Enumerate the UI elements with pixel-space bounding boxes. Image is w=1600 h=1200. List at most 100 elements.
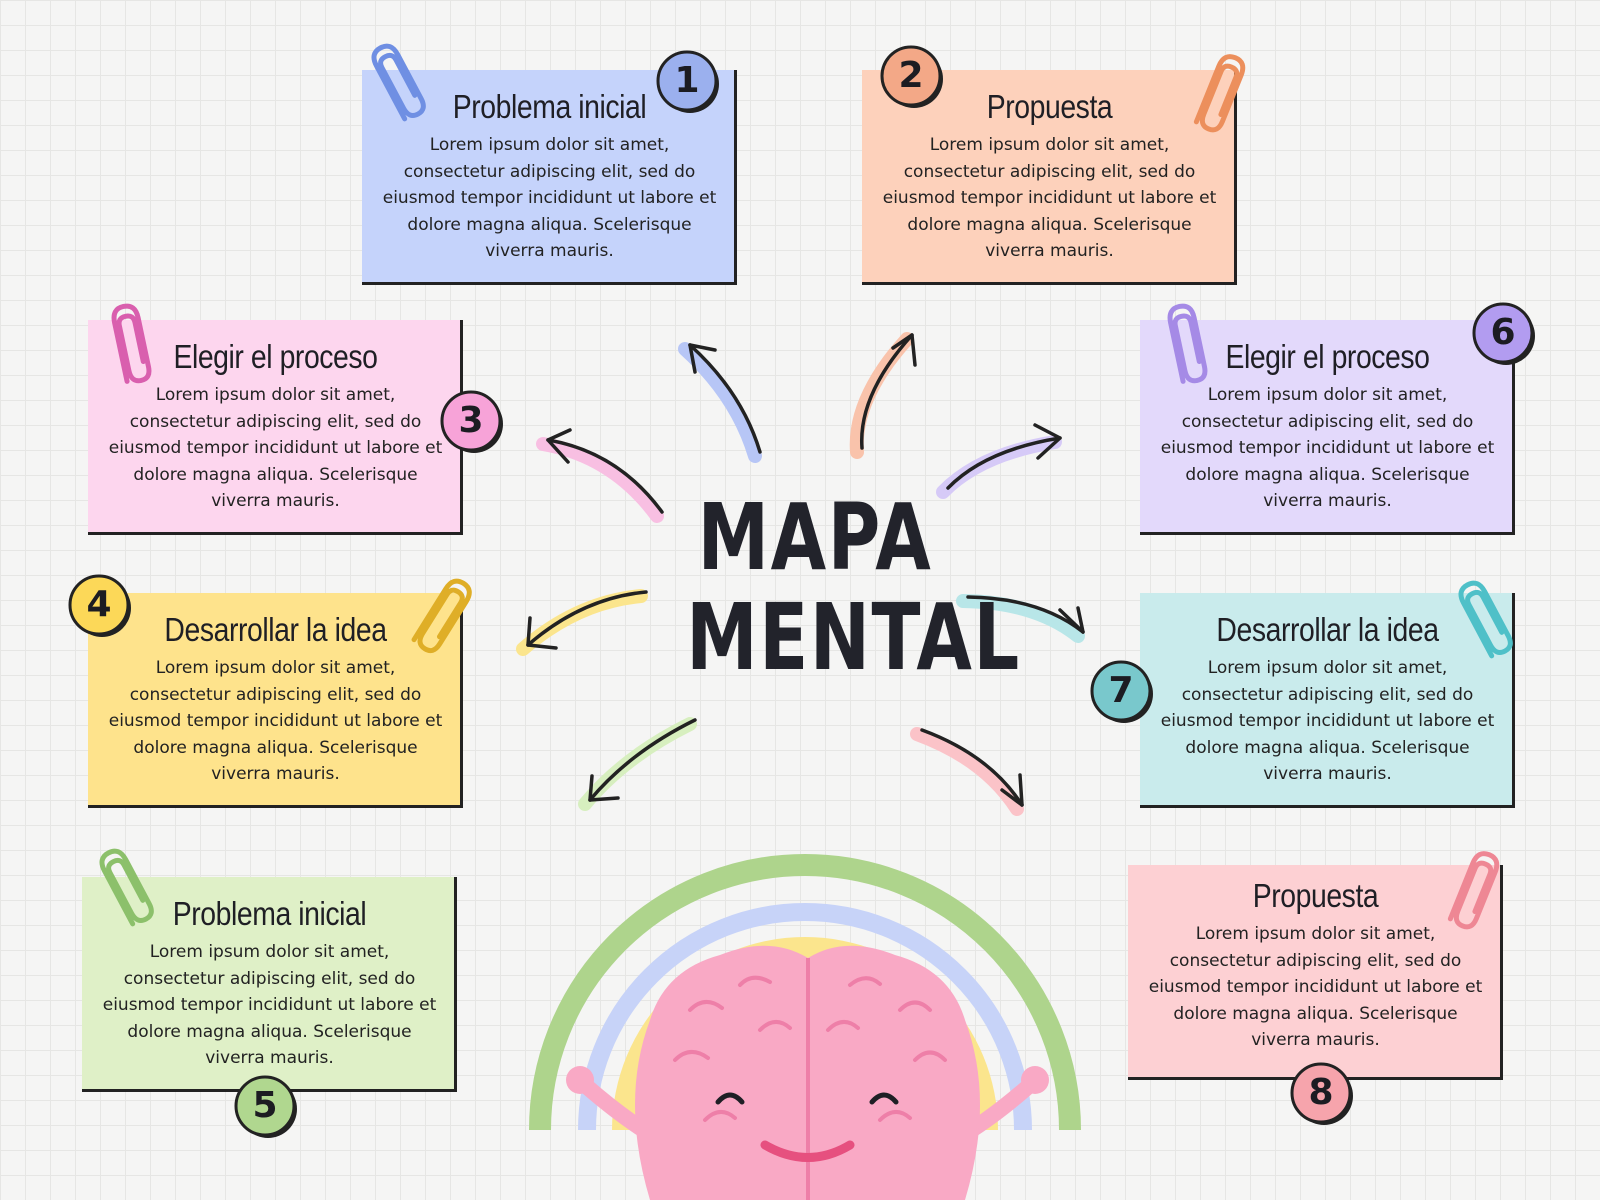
arrow-to-card-3 <box>536 428 664 523</box>
card-body-line: dolore magna aliqua. Scelerisque <box>133 464 418 485</box>
number-badge-4: 4 <box>68 574 134 640</box>
badge-number: 1 <box>674 60 700 101</box>
paperclip-svg <box>99 848 154 927</box>
title-line-1: MAPA <box>697 484 933 591</box>
card-body-line: eiusmod tempor incididunt ut labore et <box>882 188 1217 208</box>
badge-number: 3 <box>458 400 484 441</box>
paperclip-icon <box>390 561 491 673</box>
number-badge-2: 2 <box>880 45 946 111</box>
arrow-to-card-6 <box>936 423 1062 499</box>
card-body-line: Lorem ipsum dolor sit amet, <box>929 135 1170 155</box>
card-body-line: viverra mauris. <box>485 241 614 261</box>
card-body-line: consectetur adipiscing elit, sed do <box>123 968 416 989</box>
card-body-line: consectetur adipiscing elit, sed do <box>1181 411 1474 432</box>
card-body-line: viverra mauris. <box>211 764 340 784</box>
arrow-to-card-4 <box>516 589 648 656</box>
badge-circle <box>68 574 131 637</box>
brain-fold <box>738 975 772 987</box>
rainbow-outer-arc <box>529 854 1081 1131</box>
card-body-line: eiusmod tempor incididunt ut labore et <box>102 995 437 1015</box>
arrow-to-card-8 <box>910 727 1024 816</box>
card-body-line: consectetur adipiscing elit, sed do <box>1181 684 1474 705</box>
card-body-line: eiusmod tempor incididunt ut labore et <box>1148 977 1483 997</box>
brain-fold <box>898 1000 932 1012</box>
paperclip-icon <box>349 29 446 140</box>
badge-number: 2 <box>898 55 924 96</box>
card-body-line: dolore magna aliqua. Scelerisque <box>907 214 1192 235</box>
badge-number: 5 <box>252 1085 278 1126</box>
badge-number: 6 <box>1490 312 1516 353</box>
brain-fold <box>913 1050 947 1062</box>
number-badge-8: 8 <box>1290 1062 1356 1128</box>
card-title: Problema inicial <box>452 88 647 125</box>
card-paper <box>82 877 457 1092</box>
card-body: Lorem ipsum dolor sit amet,consectetur a… <box>1148 655 1507 788</box>
card-body: Lorem ipsum dolor sit amet, consectetur a… <box>1136 921 1495 1054</box>
badge-circle <box>1472 302 1535 365</box>
card-body-line: Lorem ipsum dolor sit amet, <box>1195 924 1436 944</box>
brain-fold <box>848 976 882 987</box>
card-paper <box>1128 865 1503 1080</box>
paperclip-icon <box>1173 40 1264 150</box>
card-paper <box>88 593 463 808</box>
card-title: Desarrollar la idea <box>164 611 387 648</box>
card-title: Elegir el proceso <box>173 338 378 375</box>
badge-circle <box>440 390 503 453</box>
card-body-line: viverra mauris. <box>1263 764 1392 784</box>
right-hand <box>1021 1066 1049 1094</box>
badge-circle <box>1290 1062 1353 1125</box>
arrow-to-card-2 <box>849 332 917 459</box>
brain-fold <box>758 1020 792 1032</box>
left-eye <box>715 1092 745 1105</box>
card-title: Problema inicial <box>172 895 367 932</box>
card-body-line: dolore magna aliqua. Scelerisque <box>1185 737 1470 758</box>
card-body-line: consectetur adipiscing elit, sed do <box>1169 950 1462 971</box>
card-body-line: consectetur adipiscing elit, sed do <box>903 161 1196 182</box>
card-body: Lorem ipsum dolor sit amet,consectetur a… <box>370 132 729 265</box>
card-body-line: eiusmod tempor incididunt ut labore et <box>1160 438 1495 458</box>
card-body-line: viverra mauris. <box>1263 491 1392 511</box>
card-body-line: Lorem ipsum dolor sit amet, <box>155 385 396 405</box>
card-body-line: eiusmod tempor incididunt ut labore et <box>108 438 443 458</box>
paperclip-icon <box>91 295 169 399</box>
card-body-line: Lorem ipsum dolor sit amet, <box>149 942 390 962</box>
card-body-line: viverra mauris. <box>211 491 340 511</box>
arrow-to-card-1 <box>678 342 762 463</box>
card-body-line: eiusmod tempor incididunt ut labore et <box>1160 711 1495 731</box>
card-body-line: consectetur adipiscing elit, sed do <box>129 684 422 705</box>
paperclip-icon <box>1147 295 1225 399</box>
badge-number: 7 <box>1108 670 1134 711</box>
card-body-line: Lorem ipsum dolor sit amet, <box>155 658 396 678</box>
left-hand <box>566 1066 594 1094</box>
card-body-line: dolore magna aliqua. Scelerisque <box>1173 1003 1458 1024</box>
badge-circle <box>656 50 719 113</box>
card-body-line: consectetur adipiscing elit, sed do <box>129 411 422 432</box>
badge-number: 4 <box>86 584 112 625</box>
paperclip-svg <box>1167 303 1208 384</box>
paperclip-svg <box>1447 851 1500 930</box>
badge-circle <box>1090 660 1153 723</box>
number-badge-1: 1 <box>656 50 722 116</box>
badge-circle <box>880 45 943 108</box>
badge-circle <box>234 1075 297 1138</box>
brain-fold <box>673 1050 710 1062</box>
paperclip-icon <box>1436 566 1533 677</box>
number-badge-3: 3 <box>440 390 506 456</box>
brain-fold <box>688 1000 724 1012</box>
mind-map-title: MAPA MENTAL <box>686 484 1019 688</box>
card-paper <box>1140 593 1515 808</box>
card-body: Lorem ipsum dolor sit amet, consectetur a… <box>96 382 455 515</box>
card-body-line: dolore magna aliqua. Scelerisque <box>127 1021 412 1042</box>
paperclip-icon <box>1427 837 1518 947</box>
paperclip-svg <box>1458 580 1513 659</box>
card-title: Propuesta <box>986 88 1113 125</box>
paperclip-svg <box>111 303 152 384</box>
card-body-line: dolore magna aliqua. Scelerisque <box>133 737 418 758</box>
